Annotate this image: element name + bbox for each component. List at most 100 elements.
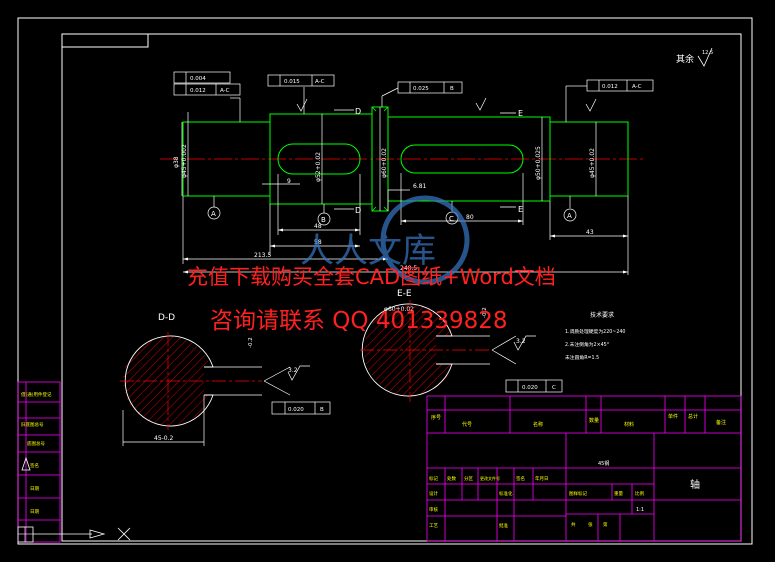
cut-e-bottom: E [518, 205, 523, 214]
tb-material: 45钢 [598, 460, 609, 467]
tb-l-fenqu: 分区 [464, 475, 473, 482]
roughness-symbol-icon [697, 47, 713, 67]
tb-r-zhongliang: 重量 [614, 490, 623, 497]
tol-sym-dd: 0.020 [288, 407, 304, 413]
tb-scale: 1:1 [636, 507, 644, 513]
svg-text:12.5: 12.5 [702, 50, 713, 56]
tb-s-gongyi: 工艺 [429, 523, 438, 529]
roughness-mark-2-icon [475, 97, 487, 111]
tol-tl-2: 0.012 [190, 88, 206, 94]
tol-b1: 0.015 [284, 79, 300, 85]
dim-d-left-1: φ38 [173, 156, 180, 168]
tb-h-daihao: 代号 [462, 421, 472, 428]
tol-right: 0.012 [602, 84, 618, 90]
watermark-logo: 人人文库 [300, 195, 470, 285]
tol-tl-2-ref: A-C [220, 88, 230, 94]
inner-frame [61, 33, 742, 542]
dim-48: 48 [314, 223, 322, 230]
cut-e-top: E [518, 109, 523, 118]
datum-b: B [321, 216, 326, 224]
watermark-line-1: 充值下载购买全套CAD图纸+Word文档 [187, 265, 556, 289]
datum-b-icon [317, 212, 331, 226]
outer-frame [17, 17, 753, 545]
left-binding-labels: 借(通)用件登记 旧底图总号 底图总号 签名 日期 日期 [21, 391, 52, 515]
lbl-jietongyong: 借(通)用件登记 [21, 391, 52, 398]
tb-h-beizhu: 备注 [716, 419, 726, 426]
datum-a1-icon [207, 206, 221, 220]
cut-d-bottom: D [355, 206, 361, 215]
lbl-qianming: 签名 [30, 462, 39, 469]
tb-h-shuliang: 数量 [589, 417, 599, 424]
shaft-main-view: A B C A D D E E φ38 φ45+0.002 φ52+0. [160, 85, 645, 275]
lbl-jiudituzonghao: 旧底图总号 [21, 421, 44, 428]
dim-43: 43 [586, 229, 594, 236]
section-dd: D-D 45-0.2 3.2 0.020 B -0.2 [120, 313, 331, 446]
roughness-mark-1-icon [296, 98, 308, 112]
tb-h-mingcheng: 名称 [533, 421, 543, 428]
tb-s-biaozhunhua: 标准化 [499, 490, 513, 497]
datum-a1: A [211, 210, 216, 218]
tb-l-chushu: 处数 [447, 475, 456, 482]
datum-a2: A [567, 212, 572, 220]
tb-l-nianyueri: 年月日 [535, 475, 549, 482]
tb-h-danjian: 单件 [668, 413, 678, 420]
ucs-arrow-icon [89, 529, 106, 539]
tb-h-cailiao: 材料 [624, 421, 634, 428]
section-ee-label: E-E [397, 289, 412, 299]
datum-symbols: A B C A [207, 196, 577, 226]
tb-r-zhang: 张 [588, 521, 593, 528]
datum-c: C [449, 215, 454, 223]
section-ee: E-E φ60+0.02 3.2 0.020 C -0.2 [360, 289, 563, 402]
frame-code-box [61, 33, 149, 48]
tol-sym-ee: 0.020 [522, 385, 538, 391]
dim-9: 9 [287, 178, 291, 185]
tol-right-ref: A-C [632, 84, 642, 90]
dim-6-81: 6.81 [413, 183, 427, 190]
section-dd-label: D-D [158, 313, 175, 323]
dim-dd-width: 45-0.2 [154, 435, 174, 442]
tb-r-gong: 共 [571, 521, 576, 528]
tol-b2-ref: B [450, 86, 454, 92]
tb-r-bili: 比例 [635, 490, 644, 497]
roughness-ee: 3.2 [516, 338, 526, 345]
tech-note-1: 1.调质处理硬度为220~240 [565, 328, 626, 335]
tb-l-qianming: 签名 [516, 475, 525, 482]
roughness-ee-icon [513, 335, 536, 351]
title-block-text: 序号 代号 名称 数量 材料 单件 总计 备注 45钢 轴 标记 处数 分区 更… [429, 413, 726, 529]
watermark-logo-text: 人人文库 [300, 231, 436, 271]
lbl-riqi-1: 日期 [30, 486, 39, 492]
dim-58: 58 [314, 239, 322, 246]
tb-h-zongji: 总计 [688, 413, 698, 420]
tb-s-sheji: 设计 [429, 490, 438, 497]
dim-d-key1: φ52+0.02 [315, 152, 322, 182]
tb-h-xuhao: 序号 [431, 414, 441, 421]
dim-d-key2: φ50+0.025 [535, 146, 542, 180]
dimension-arrows [183, 219, 628, 274]
roughness-dd: 3.2 [288, 367, 298, 374]
ucs-cross-icon [117, 527, 131, 541]
watermark-line-2: 咨询请联系 QQ 401339828 [210, 308, 508, 334]
watermark: 人人文库 充值下载购买全套CAD图纸+Word文档 咨询请联系 QQ 40133… [187, 195, 556, 334]
roughness-dd-icon [287, 365, 310, 381]
tb-s-shenhe: 审核 [429, 506, 438, 513]
tol-sym-dd-ref: B [320, 407, 324, 413]
tol-b2: 0.025 [413, 86, 429, 92]
tb-part-name: 轴 [690, 478, 700, 491]
shaft-outline [182, 106, 629, 212]
dimension-lines [181, 85, 629, 275]
svg-text:-0.2: -0.2 [248, 337, 254, 348]
tb-r-di: 第 [603, 521, 608, 528]
tol-b1-ref: A-C [315, 79, 325, 85]
tech-notes: 技术要求 1.调质处理硬度为220~240 2.未注倒角为2×45° 未注圆角R… [565, 311, 626, 361]
cut-d-top: D [355, 107, 361, 116]
tb-l-genggai: 更改文件号 [480, 475, 500, 481]
dim-d-right: φ45+0.02 [589, 148, 596, 178]
roughness-mark-3-icon [585, 98, 597, 112]
tech-note-3: 未注圆角R=1.5 [565, 354, 599, 361]
tb-r-tuyangbiaoji: 图样标记 [569, 490, 587, 497]
tol-sym-ee-ref: C [552, 385, 556, 391]
dim-80: 80 [466, 214, 474, 221]
lbl-riqi-2: 日期 [30, 509, 39, 515]
dim-d-left-2: φ45+0.002 [181, 144, 188, 178]
